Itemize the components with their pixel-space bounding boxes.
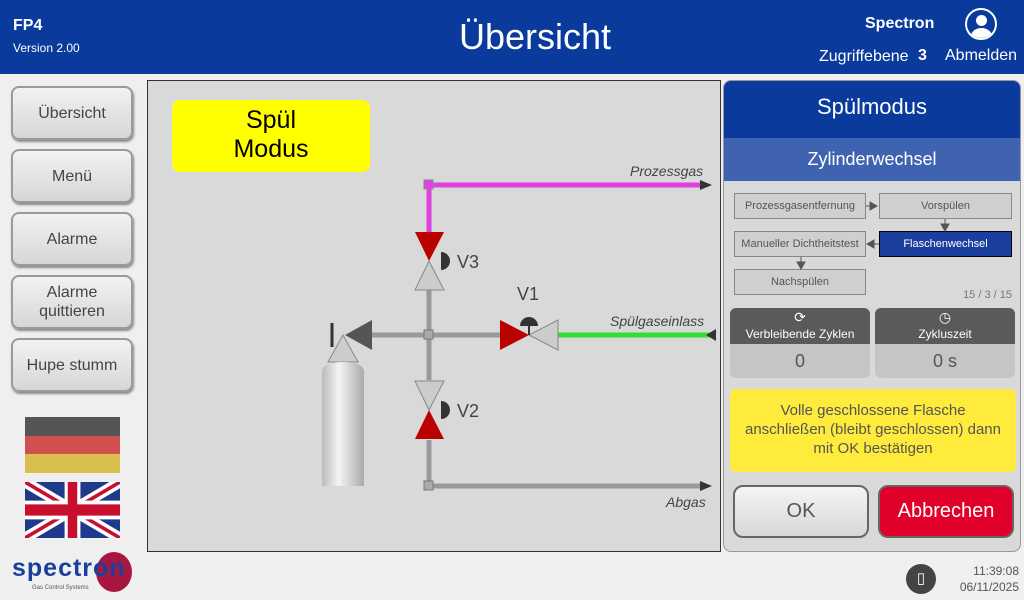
nav-alarms-button[interactable]: Alarme	[11, 212, 133, 266]
valve-v2-icon	[414, 380, 450, 439]
exhaust-label: Abgas	[666, 494, 706, 510]
purge-mode-panel: Spülmodus Zylinderwechsel Prozessgasentf…	[723, 80, 1021, 552]
cycles-value: 0	[794, 351, 805, 371]
access-level: 3	[918, 47, 927, 64]
cycle-time-label: Zykluszeit	[918, 327, 972, 341]
german-flag[interactable]	[25, 417, 120, 473]
company-name: Spectron	[865, 15, 935, 32]
mode-line-2: Modus	[233, 135, 309, 163]
arrow-icon	[706, 329, 716, 341]
manual-book-icon[interactable]: ▯	[906, 564, 936, 594]
process-gas-pipe	[426, 182, 705, 232]
process-diagram: Spül Modus Prozessgas Spülgaseinlass Abg…	[147, 80, 721, 552]
cancel-button[interactable]: Abbrechen	[878, 485, 1014, 538]
cylinder-valve-icon	[345, 320, 372, 350]
mode-badge: Spül Modus	[172, 100, 370, 172]
time: 11:39:08	[973, 564, 1019, 578]
purge-gas-label: Spülgaseinlass	[610, 313, 705, 329]
arrow-icon	[700, 481, 712, 491]
valve-v1-label: V1	[517, 284, 540, 304]
instruction-message: Volle geschlossene Flasche anschließen (…	[730, 389, 1016, 472]
date: 06/11/2025	[959, 580, 1019, 594]
step-prepurge: Vorspülen	[879, 193, 1012, 219]
app-name: FP4	[13, 17, 43, 34]
valve-v1-icon	[500, 317, 559, 351]
logout-link[interactable]: Abmelden	[945, 47, 1018, 64]
nav-menu-button[interactable]: Menü	[11, 149, 133, 203]
cycle-time-value: 0 s	[932, 351, 957, 371]
cycles-label: Verbleibende Zyklen	[745, 327, 855, 341]
piping-schematic	[322, 179, 716, 491]
uk-flag[interactable]	[25, 482, 120, 538]
nav-acknowledge-alarms-button[interactable]: Alarme quittieren	[11, 275, 133, 329]
valve-v2-label: V2	[457, 401, 480, 421]
spectron-logo: spectron	[12, 554, 126, 582]
valve-v3-label: V3	[457, 252, 480, 272]
gas-cylinder-icon	[322, 362, 364, 486]
step-cylinder-change-active: Flaschenwechsel	[879, 231, 1012, 257]
step-leak-test: Manueller Dichtheitstest	[734, 231, 866, 257]
page-title: Übersicht	[458, 16, 612, 57]
panel-title: Spülmodus	[724, 81, 1020, 138]
nav-overview-button[interactable]: Übersicht	[11, 86, 133, 140]
step-arrows	[796, 201, 950, 271]
cycle-time-tile: ◷ Zykluszeit 0 s	[875, 308, 1015, 378]
step-postpurge: Nachspülen	[734, 269, 866, 295]
user-icon[interactable]	[965, 8, 997, 40]
refresh-icon: ⟳	[794, 309, 806, 325]
remaining-cycles-tile: ⟳ Verbleibende Zyklen 0	[730, 308, 870, 378]
ok-button[interactable]: OK	[733, 485, 869, 538]
step-process-gas-removal: Prozessgasentfernung	[734, 193, 866, 219]
process-gas-label: Prozessgas	[630, 163, 704, 179]
footer: spectron Gas Control Systems ▯ 11:39:08 …	[0, 552, 1024, 600]
panel-subtitle: Zylinderwechsel	[724, 138, 1020, 181]
valve-v3-icon	[414, 232, 450, 291]
access-label: Zugriffebene	[819, 48, 909, 65]
nav-mute-horn-button[interactable]: Hupe stumm	[11, 338, 133, 392]
logo-circle	[96, 552, 132, 592]
header: FP4 Version 2.00 Übersicht Spectron Zugr…	[0, 0, 1024, 74]
logo-subtitle: Gas Control Systems	[32, 585, 89, 591]
step-counter: 15 / 3 / 15	[963, 289, 1012, 301]
mode-line-1: Spül	[245, 106, 297, 134]
version: Version 2.00	[13, 41, 80, 55]
arrow-icon	[700, 180, 712, 190]
clock-icon: ◷	[938, 309, 952, 325]
datetime: 11:39:08 06/11/2025	[960, 563, 1019, 595]
